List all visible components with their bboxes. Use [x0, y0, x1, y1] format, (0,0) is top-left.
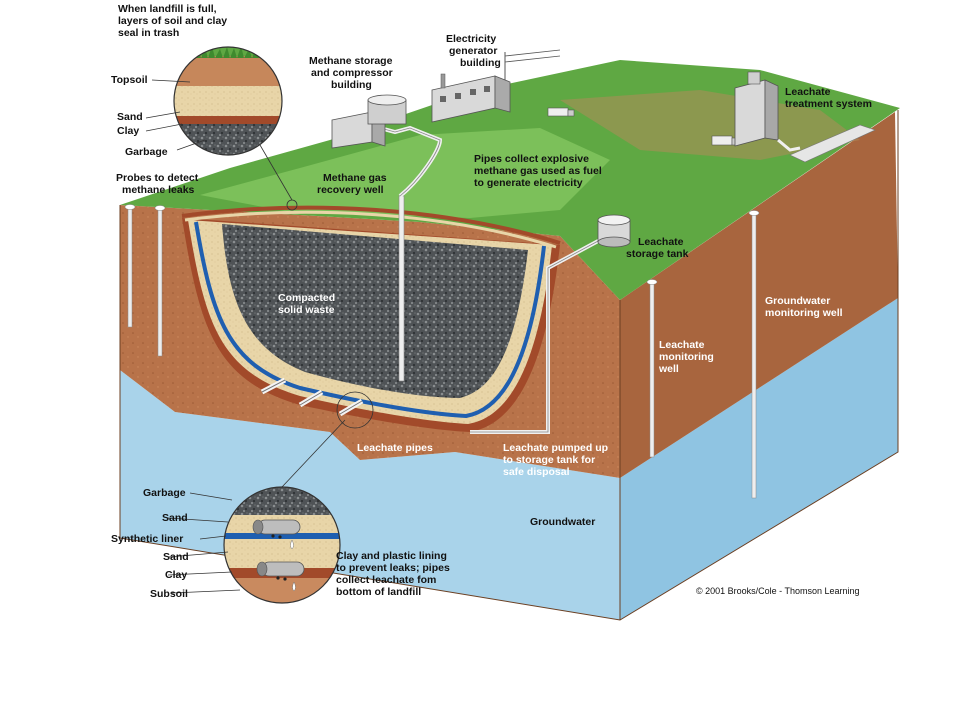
groundwater-monitoring-well [751, 212, 757, 499]
label-methane-well: Methane gas recovery well [317, 172, 390, 196]
soil-layer-right [620, 112, 898, 478]
label-top-callout: When landfill is full, layers of soil an… [118, 3, 230, 39]
methane-storage-building [331, 94, 407, 149]
compacted-waste [222, 224, 528, 398]
label-clay-bottom: Clay [165, 569, 187, 581]
methane-probes [124, 204, 166, 357]
label-leachate-tank: Leachate storage tank [626, 236, 689, 260]
methane-recovery-well [398, 195, 405, 382]
label-sand-top: Sand [117, 111, 143, 123]
label-groundwater: Groundwater [530, 516, 595, 528]
label-leachate-pumped: Leachate pumped up to storage tank for s… [503, 442, 611, 478]
leachate-pipes [260, 377, 364, 417]
label-pipes-collect: Pipes collect explosive methane gas used… [474, 153, 605, 189]
groundwater-layer-right [620, 298, 898, 620]
label-leachate-treatment: Leachate treatment system [785, 86, 872, 110]
leachate-monitoring-well [649, 281, 655, 458]
synthetic-liner [194, 221, 546, 419]
label-leachate-pipes: Leachate pipes [357, 442, 433, 454]
label-electricity: Electricity generator building [446, 33, 501, 69]
label-probes: Probes to detect methane leaks [116, 172, 201, 196]
label-clay-top: Clay [117, 125, 139, 137]
label-sand-bottom-1: Sand [162, 512, 188, 524]
grass-mound [200, 128, 610, 218]
label-lining-callout: Clay and plastic lining to prevent leaks… [336, 550, 453, 598]
copyright-notice: © 2001 Brooks/Cole - Thomson Learning [696, 586, 860, 596]
label-garbage-top: Garbage [125, 146, 168, 158]
label-leachate-monitoring: Leachate monitoring well [658, 339, 717, 375]
label-sand-bottom-2: Sand [163, 551, 189, 563]
leachate-treatment-building [734, 71, 876, 163]
label-topsoil: Topsoil [111, 74, 148, 86]
label-compacted-waste: Compacted solid waste [278, 292, 338, 316]
label-garbage-bottom: Garbage [143, 487, 186, 499]
electricity-generator-building [431, 49, 561, 123]
dirt-patch [560, 90, 860, 160]
leachate-storage-tank [597, 214, 631, 248]
label-groundwater-monitoring: Groundwater monitoring well [765, 295, 843, 319]
label-methane-storage: Methane storage and compressor building [309, 55, 396, 91]
label-synthetic-liner: Synthetic liner [111, 533, 183, 545]
label-subsoil: Subsoil [150, 588, 188, 600]
